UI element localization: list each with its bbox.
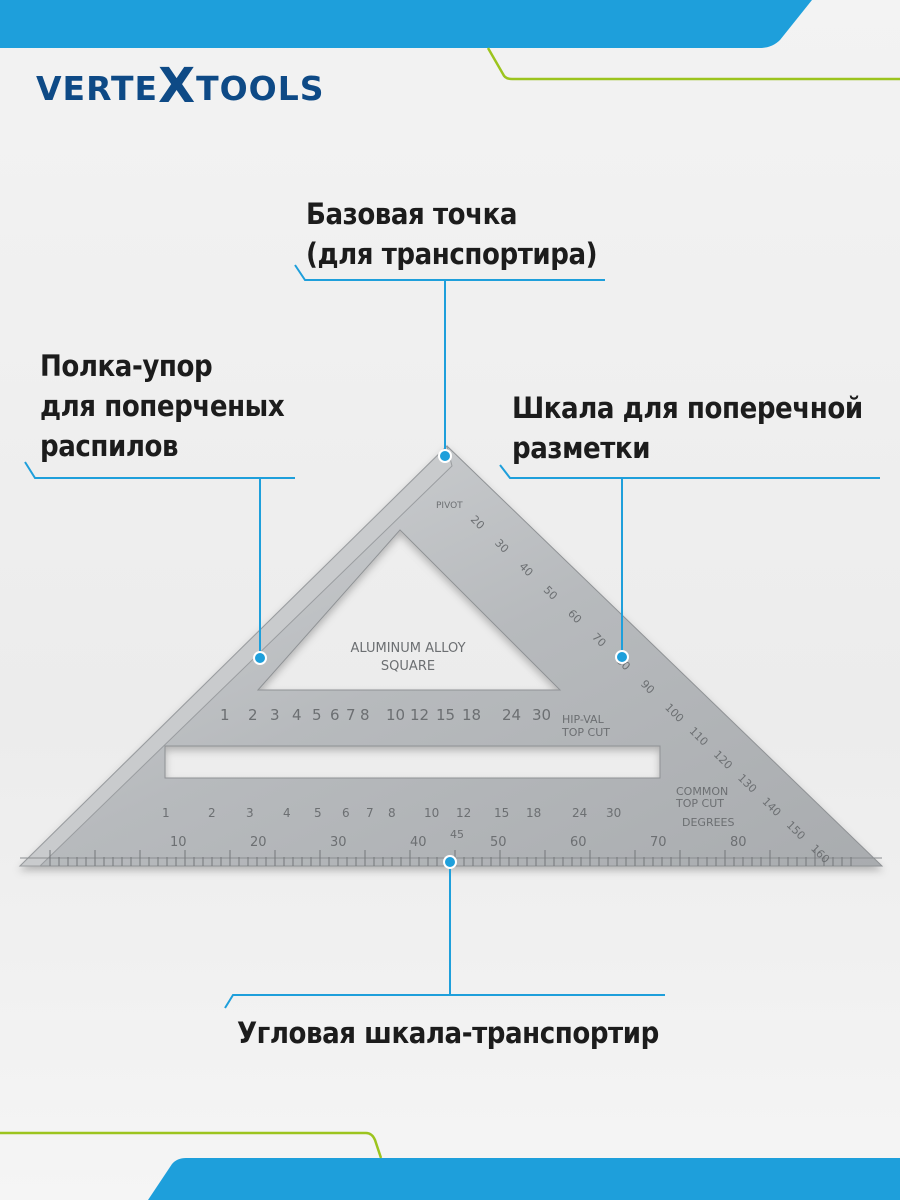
brand-logo: VERTEXTOOLS [36, 58, 325, 114]
top-blue-band [0, 0, 812, 48]
lower-scale-label: 7 [366, 806, 374, 820]
callout-scale-line1: Шкала для поперечной [512, 391, 863, 425]
callout-pivot-line2: (для транспортира) [306, 237, 598, 271]
callout-scale: Шкала для поперечной разметки [512, 388, 863, 468]
bottom-scale-label: 10 [170, 835, 187, 850]
lower-scale-label: 30 [606, 806, 621, 820]
bottom-scale-label: 60 [570, 835, 587, 850]
upper-scale-label: 2 [248, 706, 258, 724]
lower-scale-label: 24 [572, 806, 587, 820]
lower-scale-label: 5 [314, 806, 322, 820]
upper-scale-label: 3 [270, 706, 280, 724]
callout-pivot-line1: Базовая точка [306, 197, 518, 231]
callout-scale-line2: разметки [512, 431, 651, 465]
upper-scale-label: 5 [312, 706, 322, 724]
upper-scale-label: 15 [436, 706, 455, 724]
upper-scale-label: 7 [346, 706, 356, 724]
upper-scale-label: 1 [220, 706, 230, 724]
material-marking: ALUMINUM ALLOY [350, 641, 465, 656]
callout-pivot: Базовая точка (для транспортира) [306, 194, 598, 274]
callout-fence-line2: для поперченых [40, 389, 285, 423]
callout-lines [24, 264, 880, 1009]
callout-fence-line3: распилов [40, 429, 179, 463]
top-green-line [486, 47, 900, 81]
bottom-scale-label: 20 [250, 835, 267, 850]
callout-protractor-line1: Угловая шкала-транспортир [237, 1016, 659, 1050]
mark-45: 45 [450, 828, 464, 841]
lower-scale-label: 4 [283, 806, 291, 820]
bottom-scale-label: 70 [650, 835, 667, 850]
upper-scale-label: 8 [360, 706, 370, 724]
lower-scale-label: 3 [246, 806, 254, 820]
upper-scale-label: 24 [502, 706, 521, 724]
bottom-scale-label: 30 [330, 835, 347, 850]
lower-scale-label: 8 [388, 806, 396, 820]
callout-fence: Полка-упор для поперченых распилов [40, 346, 285, 466]
degrees-marking: DEGREES [682, 816, 734, 829]
hip-val-marking: TOP CUT [561, 726, 610, 739]
pivot-marking: PIVOT [436, 501, 463, 511]
upper-scale-label: 10 [386, 706, 405, 724]
callout-fence-line1: Полка-упор [40, 349, 213, 383]
lower-scale-label: 15 [494, 806, 509, 820]
common-marking: COMMON [676, 785, 728, 798]
material-marking: SQUARE [381, 659, 435, 674]
bottom-green-line [0, 1131, 383, 1159]
bottom-scale-label: 80 [730, 835, 747, 850]
lower-scale-label: 12 [456, 806, 471, 820]
bottom-blue-band [148, 1158, 900, 1200]
upper-scale-label: 4 [292, 706, 302, 724]
callout-protractor: Угловая шкала-транспортир [237, 1013, 659, 1053]
upper-scale-label: 30 [532, 706, 551, 724]
hip-val-marking: HIP-VAL [562, 713, 605, 726]
lower-scale-label: 10 [424, 806, 439, 820]
lower-scale-label: 18 [526, 806, 541, 820]
upper-scale-label: 12 [410, 706, 429, 724]
upper-scale-label: 6 [330, 706, 340, 724]
upper-scale-label: 18 [462, 706, 481, 724]
lower-scale-label: 2 [208, 806, 216, 820]
bottom-scale-label: 40 [410, 835, 427, 850]
lower-scale-label: 1 [162, 806, 170, 820]
lower-scale-label: 6 [342, 806, 350, 820]
callout-dots [253, 449, 629, 869]
common-marking: TOP CUT [675, 797, 724, 810]
bottom-scale-label: 50 [490, 835, 507, 850]
